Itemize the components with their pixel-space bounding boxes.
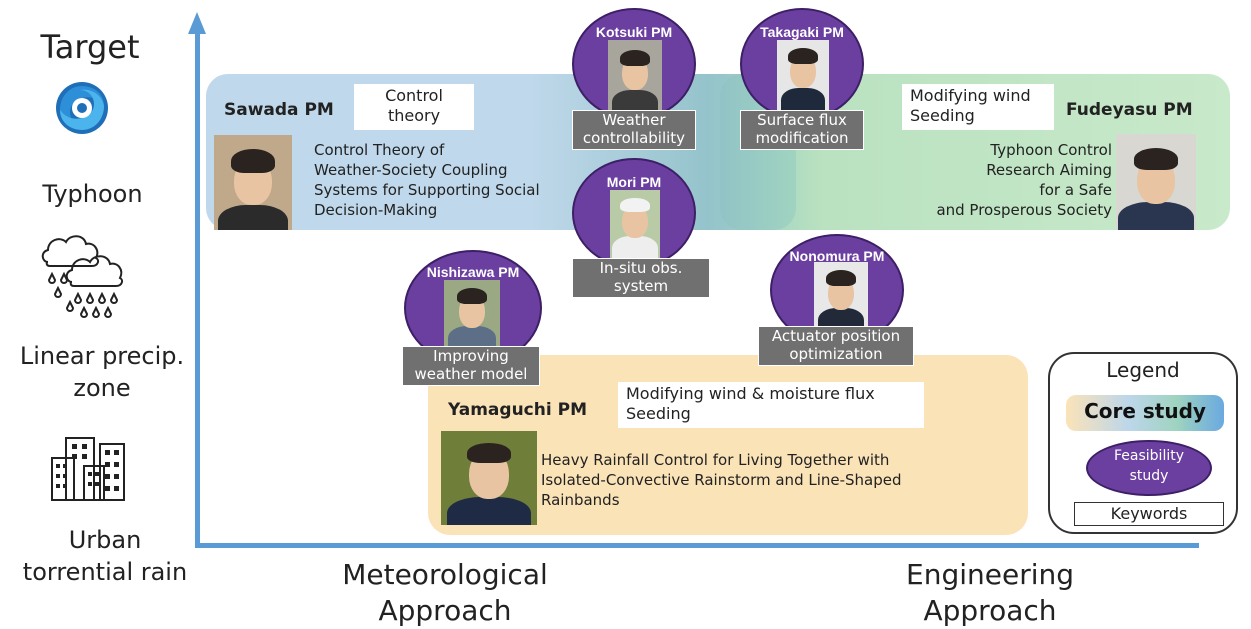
yamaguchi-pm-name: Yamaguchi PM [448,400,587,420]
nonomura-pm-name: Nonomura PM [789,248,885,264]
linear-precip-label: Linear precip. zone [2,340,202,404]
nishizawa-pm-name: Nishizawa PM [426,264,520,280]
fudeyasu-keyword-box: Modifying wind Seeding [902,84,1054,130]
fudeyasu-title-line1: Typhoon Control [990,141,1112,159]
fudeyasu-title-line4: and Prosperous Society [936,201,1112,219]
mori-pm-name: Mori PM [606,174,662,190]
yamaguchi-photo [441,431,537,525]
sawada-project-title: Control Theory of Weather-Society Coupli… [314,140,584,220]
legend-core-label: Core study [1084,399,1206,423]
fudeyasu-project-title: Typhoon Control Research Aiming for a Sa… [880,140,1112,220]
sawada-pm-name: Sawada PM [224,100,334,120]
kotsuki-photo [608,40,662,112]
mori-keyword-line1: In-situ obs. [599,259,683,277]
yamaguchi-project-title: Heavy Rainfall Control for Living Togeth… [541,450,981,510]
linear-precip-line1: Linear precip. [19,342,185,370]
fudeyasu-photo [1116,134,1196,230]
legend-feasibility-line2: study [1129,468,1169,484]
nishizawa-keyword-box: Improving weather model [402,346,540,386]
yamaguchi-title-line3: Rainbands [541,491,620,509]
kotsuki-keyword-line2: controllability [582,129,686,147]
rain-cloud-icon [41,235,124,318]
kotsuki-pm-name: Kotsuki PM [595,24,673,40]
fudeyasu-title-line3: for a Safe [1039,181,1112,199]
takagaki-keyword-line1: Surface flux [757,111,847,129]
sawada-title-line1: Control Theory of [314,141,445,159]
mori-photo [610,190,660,258]
nonomura-photo [814,262,868,328]
meteorological-line2: Approach [378,594,512,627]
yamaguchi-keyword-line1: Modifying wind & moisture flux [626,384,875,403]
sawada-title-line3: Systems for Supporting Social [314,181,540,199]
nishizawa-keyword-line2: weather model [414,365,528,383]
y-axis [195,30,200,548]
legend-core-swatch [1066,395,1224,431]
yamaguchi-keyword-box: Modifying wind & moisture flux Seeding [618,382,924,428]
fudeyasu-keyword-line2: Seeding [910,106,975,125]
nonomura-keyword-line2: optimization [789,345,883,363]
sawada-title-line4: Decision-Making [314,201,438,219]
yamaguchi-title-line1: Heavy Rainfall Control for Living Togeth… [541,451,890,469]
nishizawa-photo [444,280,500,348]
urban-rain-line1: Urban [68,526,142,554]
meteorological-approach-label: Meteorological Approach [315,557,575,629]
sawada-keyword-line2: theory [387,106,441,125]
engineering-line2: Approach [923,594,1057,627]
kotsuki-keyword-box: Weather controllability [572,110,696,150]
yamaguchi-keyword-line2: Seeding [626,404,691,423]
takagaki-keyword-box: Surface flux modification [740,110,864,150]
sawada-photo [214,135,292,230]
meteorological-line1: Meteorological [342,558,548,591]
urban-rain-line2: torrential rain [22,558,188,586]
linear-precip-line2: zone [73,374,131,402]
engineering-line1: Engineering [906,558,1074,591]
kotsuki-keyword-line1: Weather [602,111,666,129]
sawada-keyword-line1: Control [385,86,443,105]
fudeyasu-pm-name: Fudeyasu PM [1066,100,1193,120]
takagaki-keyword-line2: modification [755,129,849,147]
engineering-approach-label: Engineering Approach [860,557,1120,629]
takagaki-photo [777,40,829,110]
buildings-icon [51,437,125,501]
legend-title: Legend [1106,358,1180,382]
mori-keyword-line2: system [613,277,669,295]
typhoon-label: Typhoon [42,180,143,208]
typhoon-icon [56,82,108,134]
legend-keywords-box: Keywords [1074,502,1224,526]
legend-feasibility-label: Feasibility study [1086,446,1212,486]
x-axis [195,543,1199,548]
fudeyasu-title-line2: Research Aiming [986,161,1112,179]
sawada-title-line2: Weather-Society Coupling [314,161,508,179]
mori-keyword-box: In-situ obs. system [572,258,710,298]
nonomura-keyword-box: Actuator position optimization [758,326,914,366]
sawada-keyword-box: Control theory [354,84,474,130]
target-heading: Target [40,28,140,66]
legend-feasibility-swatch [1086,440,1212,496]
nonomura-keyword-line1: Actuator position [771,327,901,345]
y-axis-arrowhead [188,12,206,34]
fudeyasu-keyword-line1: Modifying wind [910,86,1031,105]
nishizawa-keyword-line1: Improving [433,347,509,365]
sawada-core-region [206,74,796,230]
yamaguchi-title-line2: Isolated-Convective Rainstorm and Line-S… [541,471,902,489]
takagaki-pm-name: Takagaki PM [760,24,844,40]
legend-feasibility-line1: Feasibility [1114,448,1184,464]
urban-rain-label: Urban torrential rain [0,524,210,588]
